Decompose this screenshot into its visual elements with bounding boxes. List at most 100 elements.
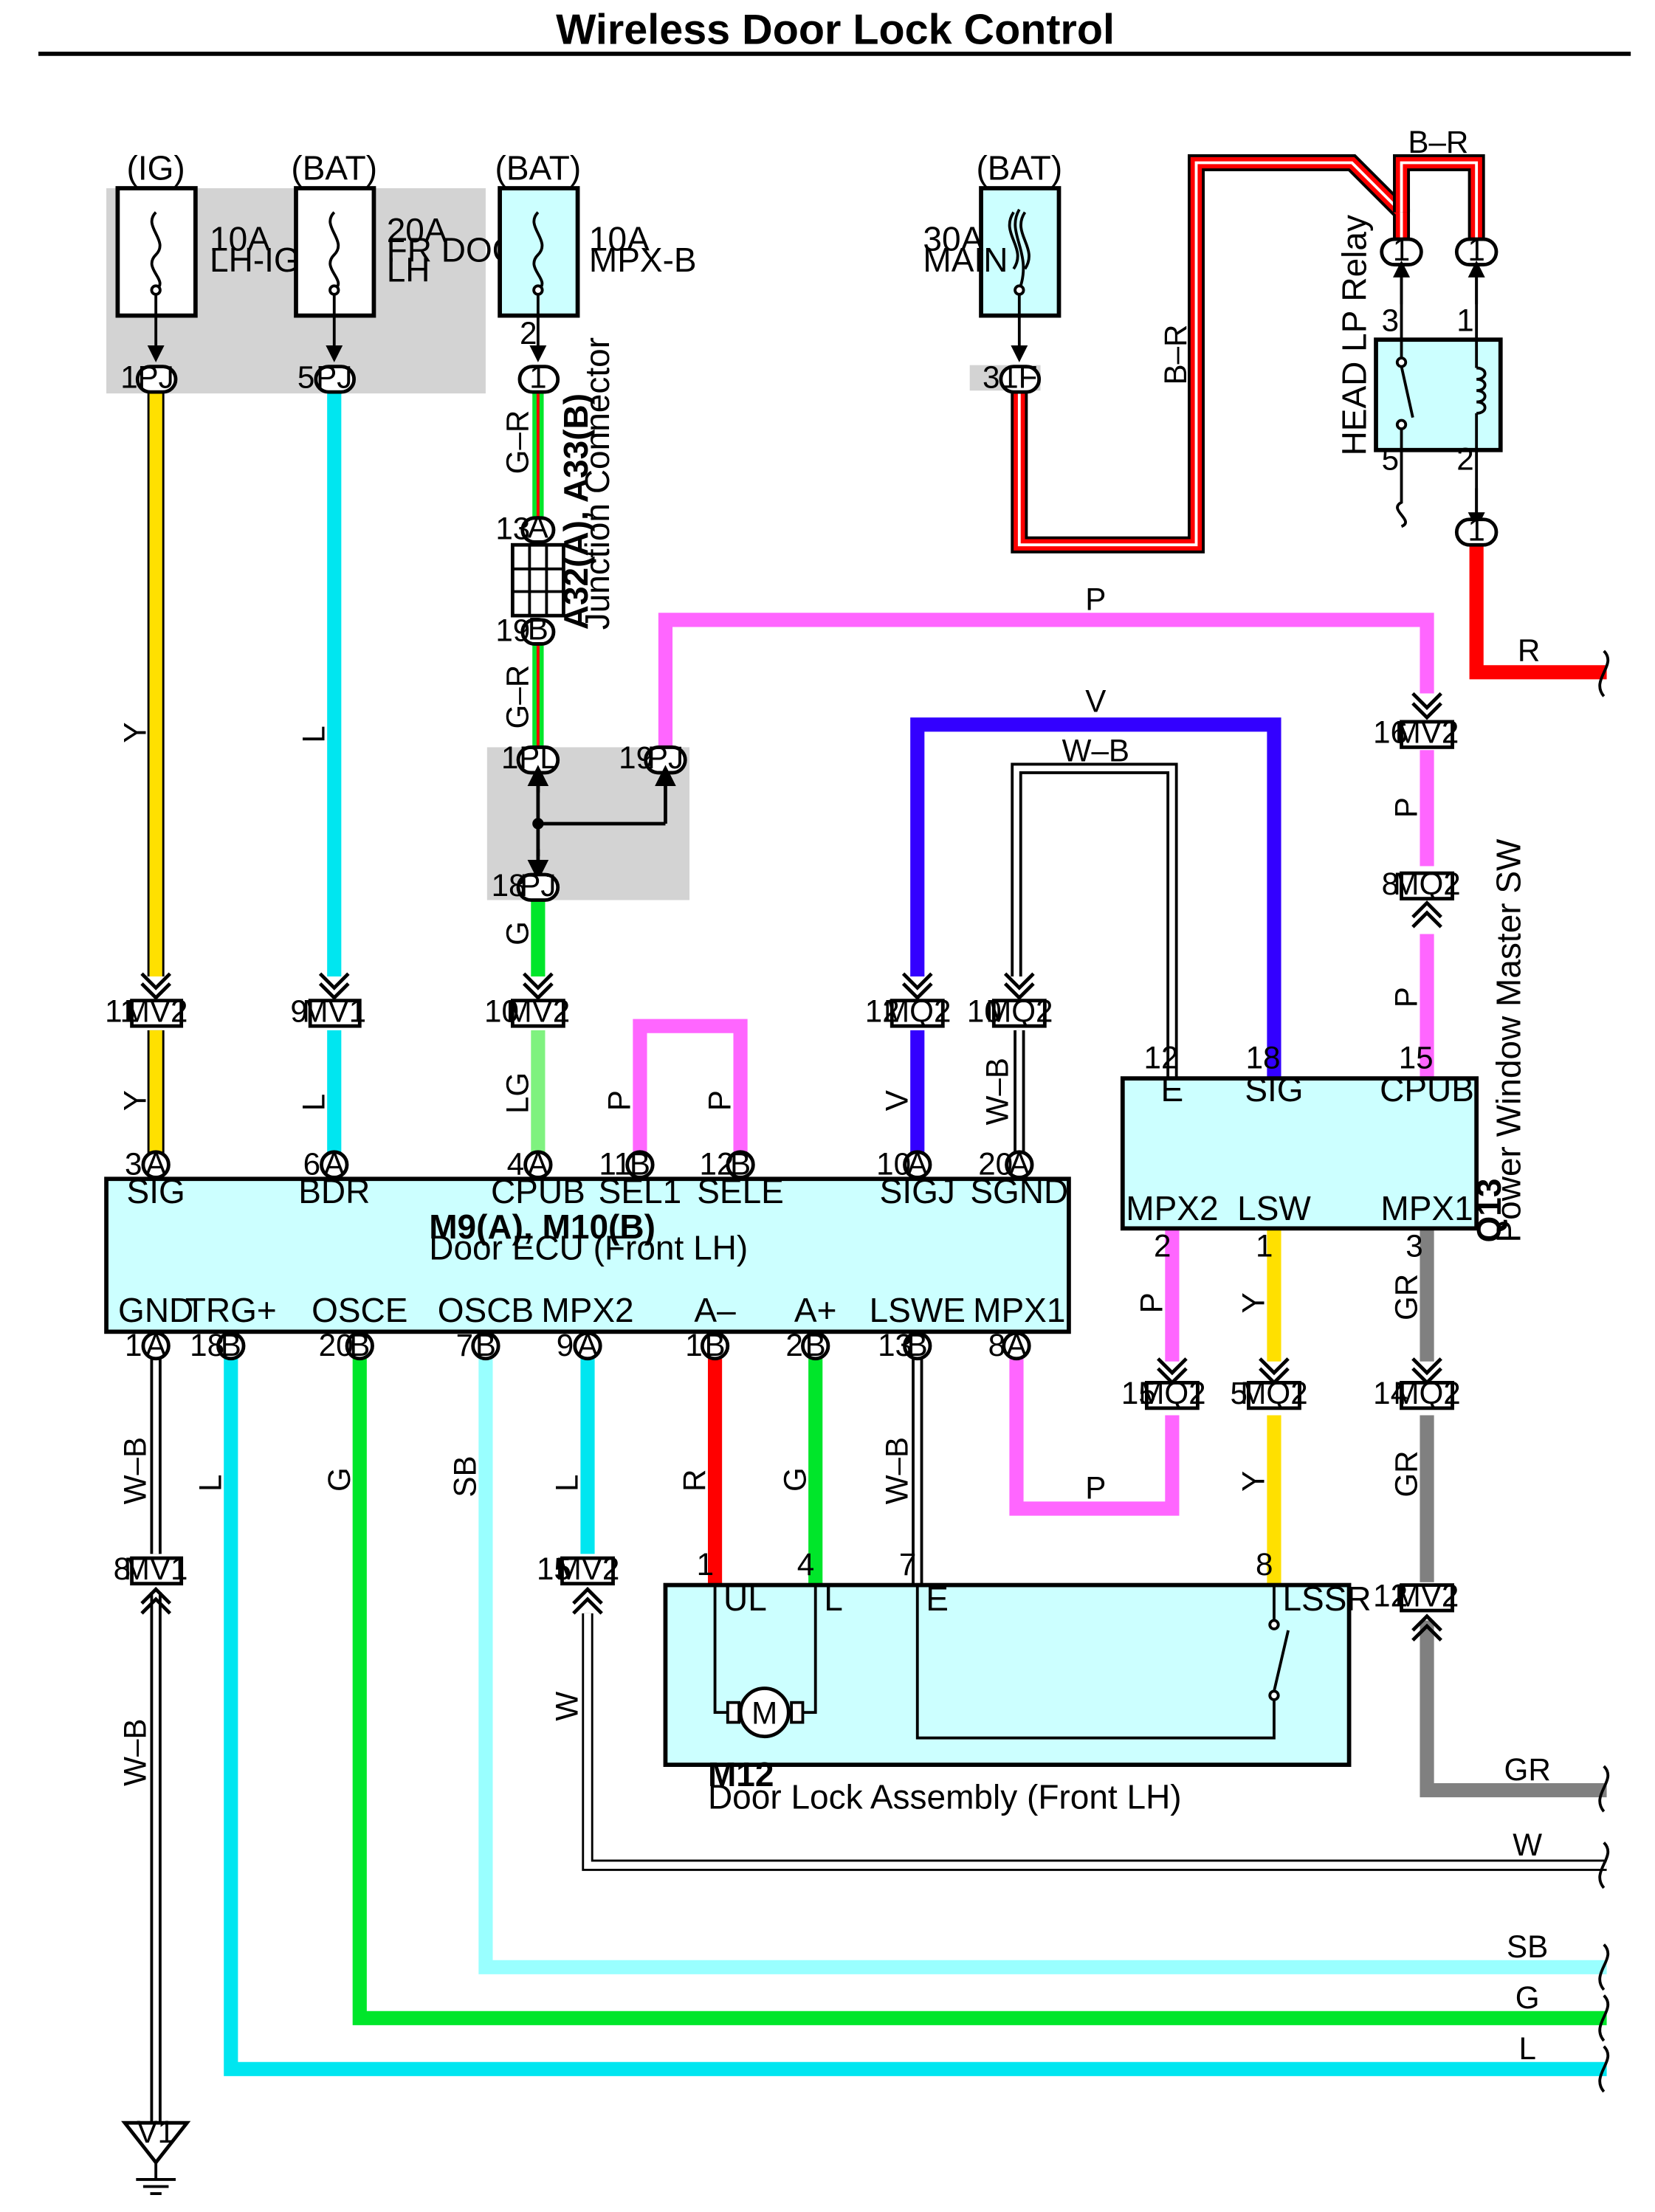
svg-text:1: 1 <box>501 740 518 775</box>
connector-pj-1: PJ 1 <box>120 359 178 394</box>
svg-text:G: G <box>1515 1980 1540 2015</box>
svg-text:A: A <box>907 1146 929 1181</box>
fuse-lh-ig: (IG) 10A LH-IG <box>115 149 300 362</box>
svg-text:W: W <box>1513 1827 1542 1862</box>
svg-text:7: 7 <box>456 1328 473 1362</box>
svg-text:LSSR: LSSR <box>1282 1579 1371 1618</box>
svg-text:L: L <box>1518 2031 1535 2066</box>
svg-text:LH-IG: LH-IG <box>210 241 300 279</box>
svg-text:W–B: W–B <box>879 1437 914 1504</box>
ground-v1: V1 <box>121 2115 191 2195</box>
svg-text:W–B: W–B <box>1062 734 1129 768</box>
wire-p-mpx1 <box>1009 1358 1180 1516</box>
svg-text:3: 3 <box>125 1146 142 1181</box>
svg-text:P: P <box>703 1090 737 1111</box>
connector-mq2-15: MQ2 15 <box>1121 1357 1206 1410</box>
svg-text:BDR: BDR <box>298 1172 370 1210</box>
svg-text:2: 2 <box>1154 1229 1171 1264</box>
svg-text:MV2: MV2 <box>1395 715 1459 750</box>
page-title: Wireless Door Lock Control <box>556 6 1115 53</box>
svg-text:MQ2: MQ2 <box>1393 1376 1460 1410</box>
svg-text:A: A <box>145 1146 167 1181</box>
connector-mq2-10: MQ2 10 <box>967 972 1053 1028</box>
svg-text:12: 12 <box>1373 1578 1408 1613</box>
svg-text:Q13: Q13 <box>1470 1179 1508 1243</box>
wire-sb-oscb <box>478 1358 1607 1974</box>
svg-text:1: 1 <box>1468 232 1484 267</box>
svg-text:Junction Connector: Junction Connector <box>578 337 616 630</box>
svg-text:P: P <box>1085 1471 1106 1506</box>
svg-text:SIG: SIG <box>127 1172 185 1210</box>
door-ecu: M9(A), M10(B) Door ECU (Front LH) <box>104 1176 1071 1334</box>
svg-text:A: A <box>577 1328 599 1362</box>
svg-text:8: 8 <box>988 1328 1005 1362</box>
svg-text:8: 8 <box>1256 1547 1273 1582</box>
ecu-term-aplus: A+ B 2 <box>785 1291 836 1362</box>
wire-w-mv2 <box>582 1613 1607 1871</box>
ecu-term-aminus: A– B 1 <box>685 1291 736 1362</box>
svg-text:15: 15 <box>537 1551 571 1586</box>
svg-text:MV2: MV2 <box>556 1551 620 1586</box>
svg-text:15: 15 <box>1399 1041 1434 1075</box>
svg-text:9: 9 <box>557 1328 574 1362</box>
svg-text:M: M <box>751 1695 777 1730</box>
fuse-main: (BAT) 30A MAIN <box>923 149 1062 362</box>
svg-text:M12: M12 <box>708 1755 774 1794</box>
svg-text:4: 4 <box>797 1547 814 1582</box>
svg-text:MQ2: MQ2 <box>1393 866 1460 901</box>
svg-text:MQ2: MQ2 <box>985 993 1053 1028</box>
svg-text:UL: UL <box>723 1579 767 1618</box>
svg-text:HEAD LP Relay: HEAD LP Relay <box>1335 215 1374 455</box>
connector-pj-5: PJ 5 <box>297 359 357 394</box>
svg-text:B: B <box>730 1146 751 1181</box>
svg-text:11: 11 <box>599 1146 631 1181</box>
svg-text:12: 12 <box>1144 1041 1179 1075</box>
svg-text:20A: 20A <box>387 211 447 249</box>
svg-text:(BAT): (BAT) <box>495 149 582 187</box>
svg-text:SEL1: SEL1 <box>599 1172 682 1210</box>
ecu-term-gnd: GND A 1 <box>118 1291 193 1362</box>
ecu-term-lswe: LSWE B 13 <box>870 1291 966 1362</box>
svg-text:P: P <box>1134 1292 1169 1313</box>
svg-text:G: G <box>777 1467 812 1492</box>
svg-text:MV1: MV1 <box>302 993 366 1028</box>
svg-text:B: B <box>528 612 548 647</box>
svg-text:1: 1 <box>1468 512 1484 547</box>
svg-text:W: W <box>550 1692 585 1721</box>
svg-text:W–B: W–B <box>118 1718 153 1785</box>
svg-text:A: A <box>1009 1146 1030 1181</box>
svg-text:A: A <box>528 510 549 545</box>
svg-text:L: L <box>824 1579 843 1618</box>
svg-text:2: 2 <box>785 1328 802 1362</box>
svg-text:B: B <box>704 1328 725 1362</box>
svg-text:V: V <box>879 1090 914 1111</box>
svg-text:1: 1 <box>529 359 546 394</box>
svg-text:A: A <box>145 1328 167 1362</box>
svg-text:LSWE: LSWE <box>870 1291 966 1329</box>
svg-text:MQ2: MQ2 <box>1240 1376 1307 1410</box>
svg-text:B–R: B–R <box>1408 125 1468 159</box>
svg-text:16: 16 <box>1373 715 1408 750</box>
wire-r-relay <box>1469 545 1607 680</box>
svg-text:Y: Y <box>118 723 153 743</box>
fuse-mpx-b: (BAT) 10A MPX-B 2 <box>495 149 697 362</box>
svg-text:MPX1: MPX1 <box>973 1291 1065 1329</box>
wire-br-main <box>1011 154 1485 554</box>
svg-text:GND: GND <box>118 1291 193 1329</box>
wire-l-trg <box>224 1358 1607 2076</box>
svg-text:A: A <box>1006 1328 1028 1362</box>
svg-text:LSW: LSW <box>1237 1189 1311 1227</box>
svg-text:SGND: SGND <box>970 1172 1068 1210</box>
svg-text:OSCE: OSCE <box>312 1291 407 1329</box>
wire-gr-out <box>1420 1620 1607 1798</box>
svg-text:12: 12 <box>865 993 900 1028</box>
svg-text:4: 4 <box>507 1146 524 1181</box>
svg-text:R: R <box>677 1470 712 1492</box>
ecu-term-sgnd: A 20 SGND <box>970 1146 1068 1210</box>
svg-text:CPUB: CPUB <box>491 1172 585 1210</box>
svg-text:Y: Y <box>1236 1471 1271 1492</box>
svg-text:9: 9 <box>290 993 307 1028</box>
connector-mv2-10: MV2 10 <box>484 972 570 1028</box>
svg-text:2: 2 <box>520 316 537 351</box>
